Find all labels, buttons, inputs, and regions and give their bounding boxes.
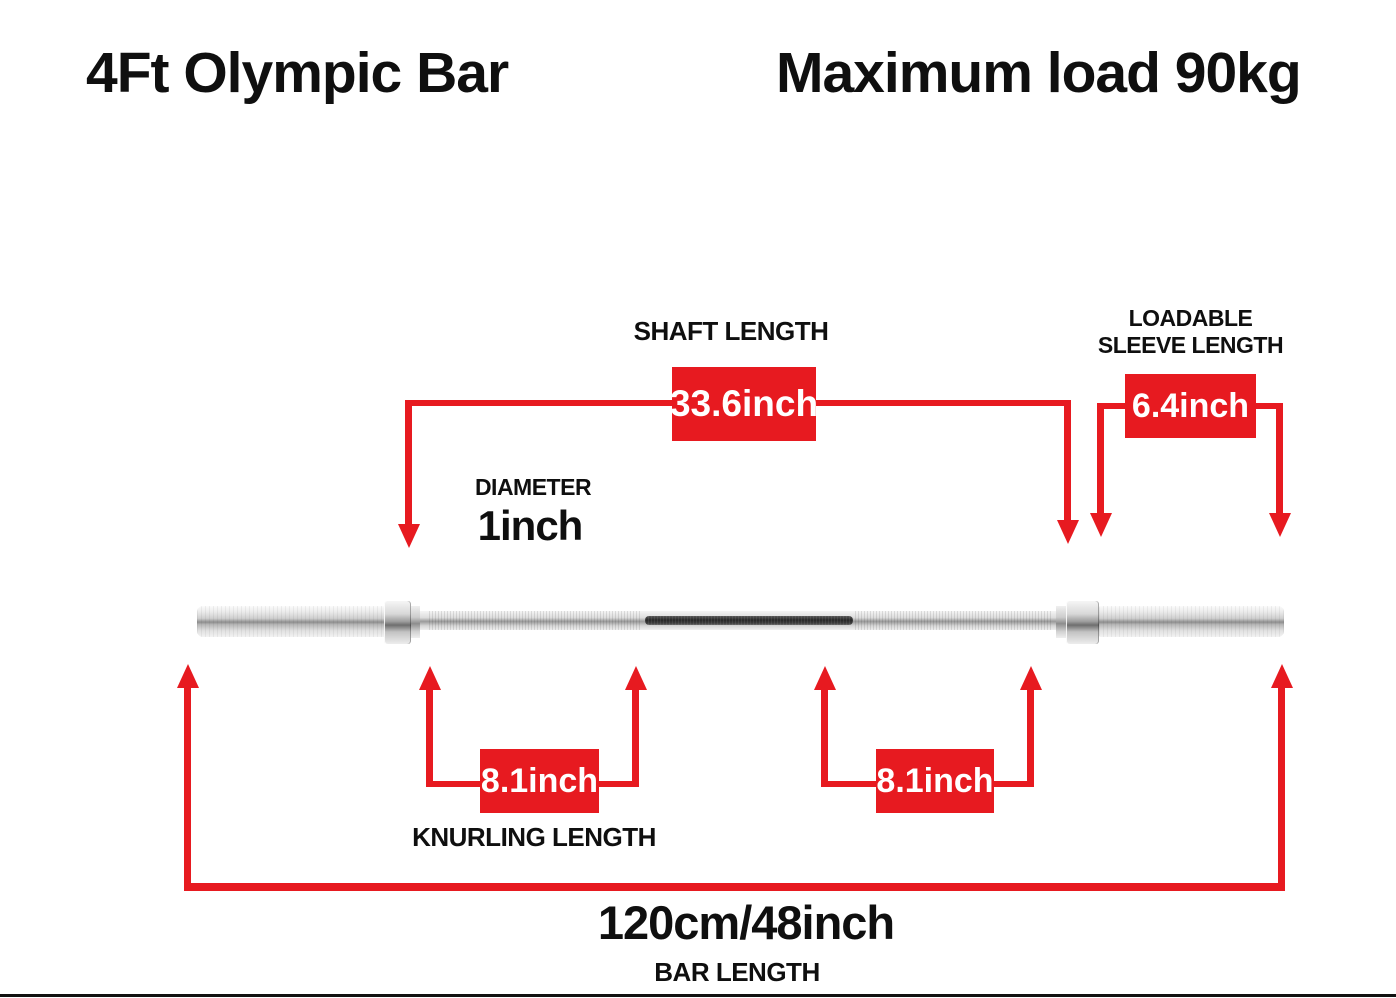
diameter-value: 1inch (477, 502, 584, 549)
product-title: 4Ft Olympic Bar (86, 41, 509, 105)
arrow-up-icon (1020, 666, 1042, 690)
loadable-sleeve-label-line1: LOADABLE (1128, 305, 1253, 331)
barbell-left-sleeve (197, 606, 385, 637)
knurling-right-value-badge: 8.1inch (876, 749, 994, 813)
arrow-up-icon (419, 666, 441, 690)
shaft-length-left-extension-line (405, 400, 412, 526)
arrow-up-icon (177, 664, 199, 688)
arrow-up-icon (625, 666, 647, 690)
sleeve-length-right-extension-line (1276, 403, 1283, 515)
shaft-length-value-badge: 33.6inch (670, 367, 818, 441)
arrow-down-icon (398, 524, 420, 548)
barbell-right-collar (1066, 601, 1099, 644)
shaft-length-right-extension-line (1064, 400, 1071, 522)
bar-length-value: 120cm/48inch (597, 896, 895, 949)
arrow-down-icon (1057, 520, 1079, 544)
arrow-up-icon (814, 666, 836, 690)
bar-length-bottom-line (184, 883, 1285, 891)
knurl-left-bracket-left-line (426, 688, 433, 787)
barbell-left-collar-step (410, 606, 420, 638)
bottom-border-line (0, 994, 1396, 997)
arrow-up-icon (1271, 664, 1293, 688)
bar-length-right-line (1278, 686, 1285, 888)
arrow-down-icon (1090, 513, 1112, 537)
arrow-down-icon (1269, 513, 1291, 537)
knurling-length-label: KNURLING LENGTH (412, 822, 656, 852)
knurl-right-bracket-left-line (821, 688, 828, 787)
sleeve-length-left-extension-line (1097, 403, 1104, 515)
barbell-left-knurl-texture (429, 611, 641, 630)
knurl-left-bracket-right-line (632, 688, 639, 787)
barbell-left-collar (384, 601, 411, 644)
barbell-shaft (419, 611, 1067, 630)
sleeve-length-value-badge: 6.4inch (1125, 374, 1256, 438)
max-load-title: Maximum load 90kg (776, 41, 1302, 105)
loadable-sleeve-label-line2: SLEEVE LENGTH (1097, 332, 1284, 358)
bar-length-left-line (184, 686, 191, 888)
shaft-length-label: SHAFT LENGTH (633, 316, 829, 346)
barbell-center-knurl (645, 616, 853, 625)
diameter-label: DIAMETER (474, 474, 592, 500)
barbell-right-sleeve (1099, 606, 1284, 637)
loadable-sleeve-label: LOADABLE SLEEVE LENGTH (1088, 305, 1293, 359)
barbell-right-knurl-texture (855, 611, 1051, 630)
barbell-right-collar-step (1056, 606, 1066, 638)
knurl-right-bracket-right-line (1027, 688, 1034, 787)
knurling-left-value-badge: 8.1inch (480, 749, 599, 813)
bar-length-label: BAR LENGTH (654, 957, 820, 987)
